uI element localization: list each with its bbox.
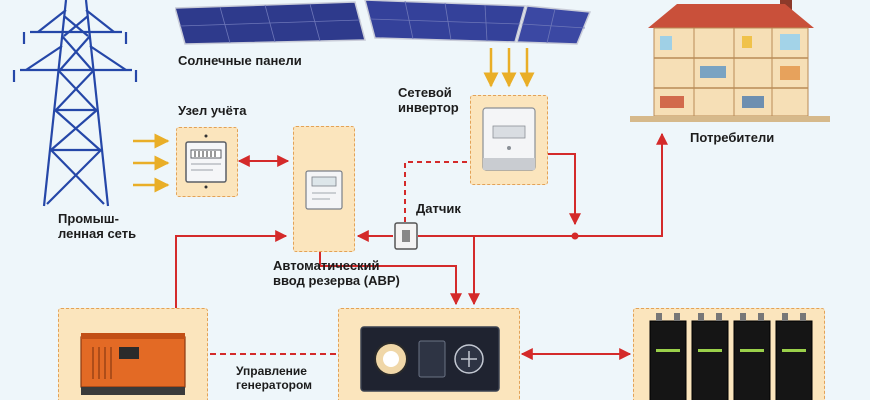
house-icon (630, 0, 830, 122)
generator-control-line1: Управление (236, 364, 307, 378)
grid-label-line1: Промыш- (58, 211, 119, 226)
inverter-output-line (548, 153, 581, 226)
generator-icon (80, 333, 186, 395)
electric-meter-icon (185, 134, 227, 189)
hybrid-inverter-box (338, 308, 520, 400)
ats-label: Автоматический ввод резерва (АВР) (273, 258, 400, 288)
sensor-inverter-dashed (404, 161, 470, 222)
sensor-icon (394, 222, 418, 250)
power-tower-icon (12, 0, 138, 207)
generator-control-line2: генератором (236, 378, 313, 392)
batteries-box (633, 308, 825, 400)
sensor-label: Датчик (416, 201, 461, 216)
grid-label-line2: ленная сеть (58, 226, 137, 241)
ats-label-line2: ввод резерва (АВР) (273, 273, 400, 288)
batteries-icon (649, 313, 813, 400)
meter-box (176, 127, 238, 197)
grid-label: Промыш- ленная сеть (58, 211, 136, 241)
consumers-label: Потребители (690, 130, 775, 145)
ats-box (293, 126, 355, 252)
inverter-box (470, 95, 548, 185)
generator-box (58, 308, 208, 400)
inverter-label: Сетевой инвертор (398, 85, 459, 115)
ats-panel-icon (305, 170, 343, 210)
consumers-feed-line (575, 132, 668, 237)
generator-ats-line (175, 230, 288, 308)
ats-label-line1: Автоматический (273, 258, 380, 273)
solar-panels-label: Солнечные панели (178, 53, 302, 68)
inverter-label-line2: инвертор (398, 100, 459, 115)
solar-panels-icon (175, 0, 592, 45)
hybrid-inverter-icon (360, 326, 500, 392)
meter-label: Узел учёта (178, 103, 247, 118)
grid-inverter-icon (482, 107, 536, 171)
ats-hybrid-line (319, 252, 462, 306)
generator-control-label: Управление генератором (236, 364, 312, 392)
inverter-label-line1: Сетевой (398, 85, 452, 100)
